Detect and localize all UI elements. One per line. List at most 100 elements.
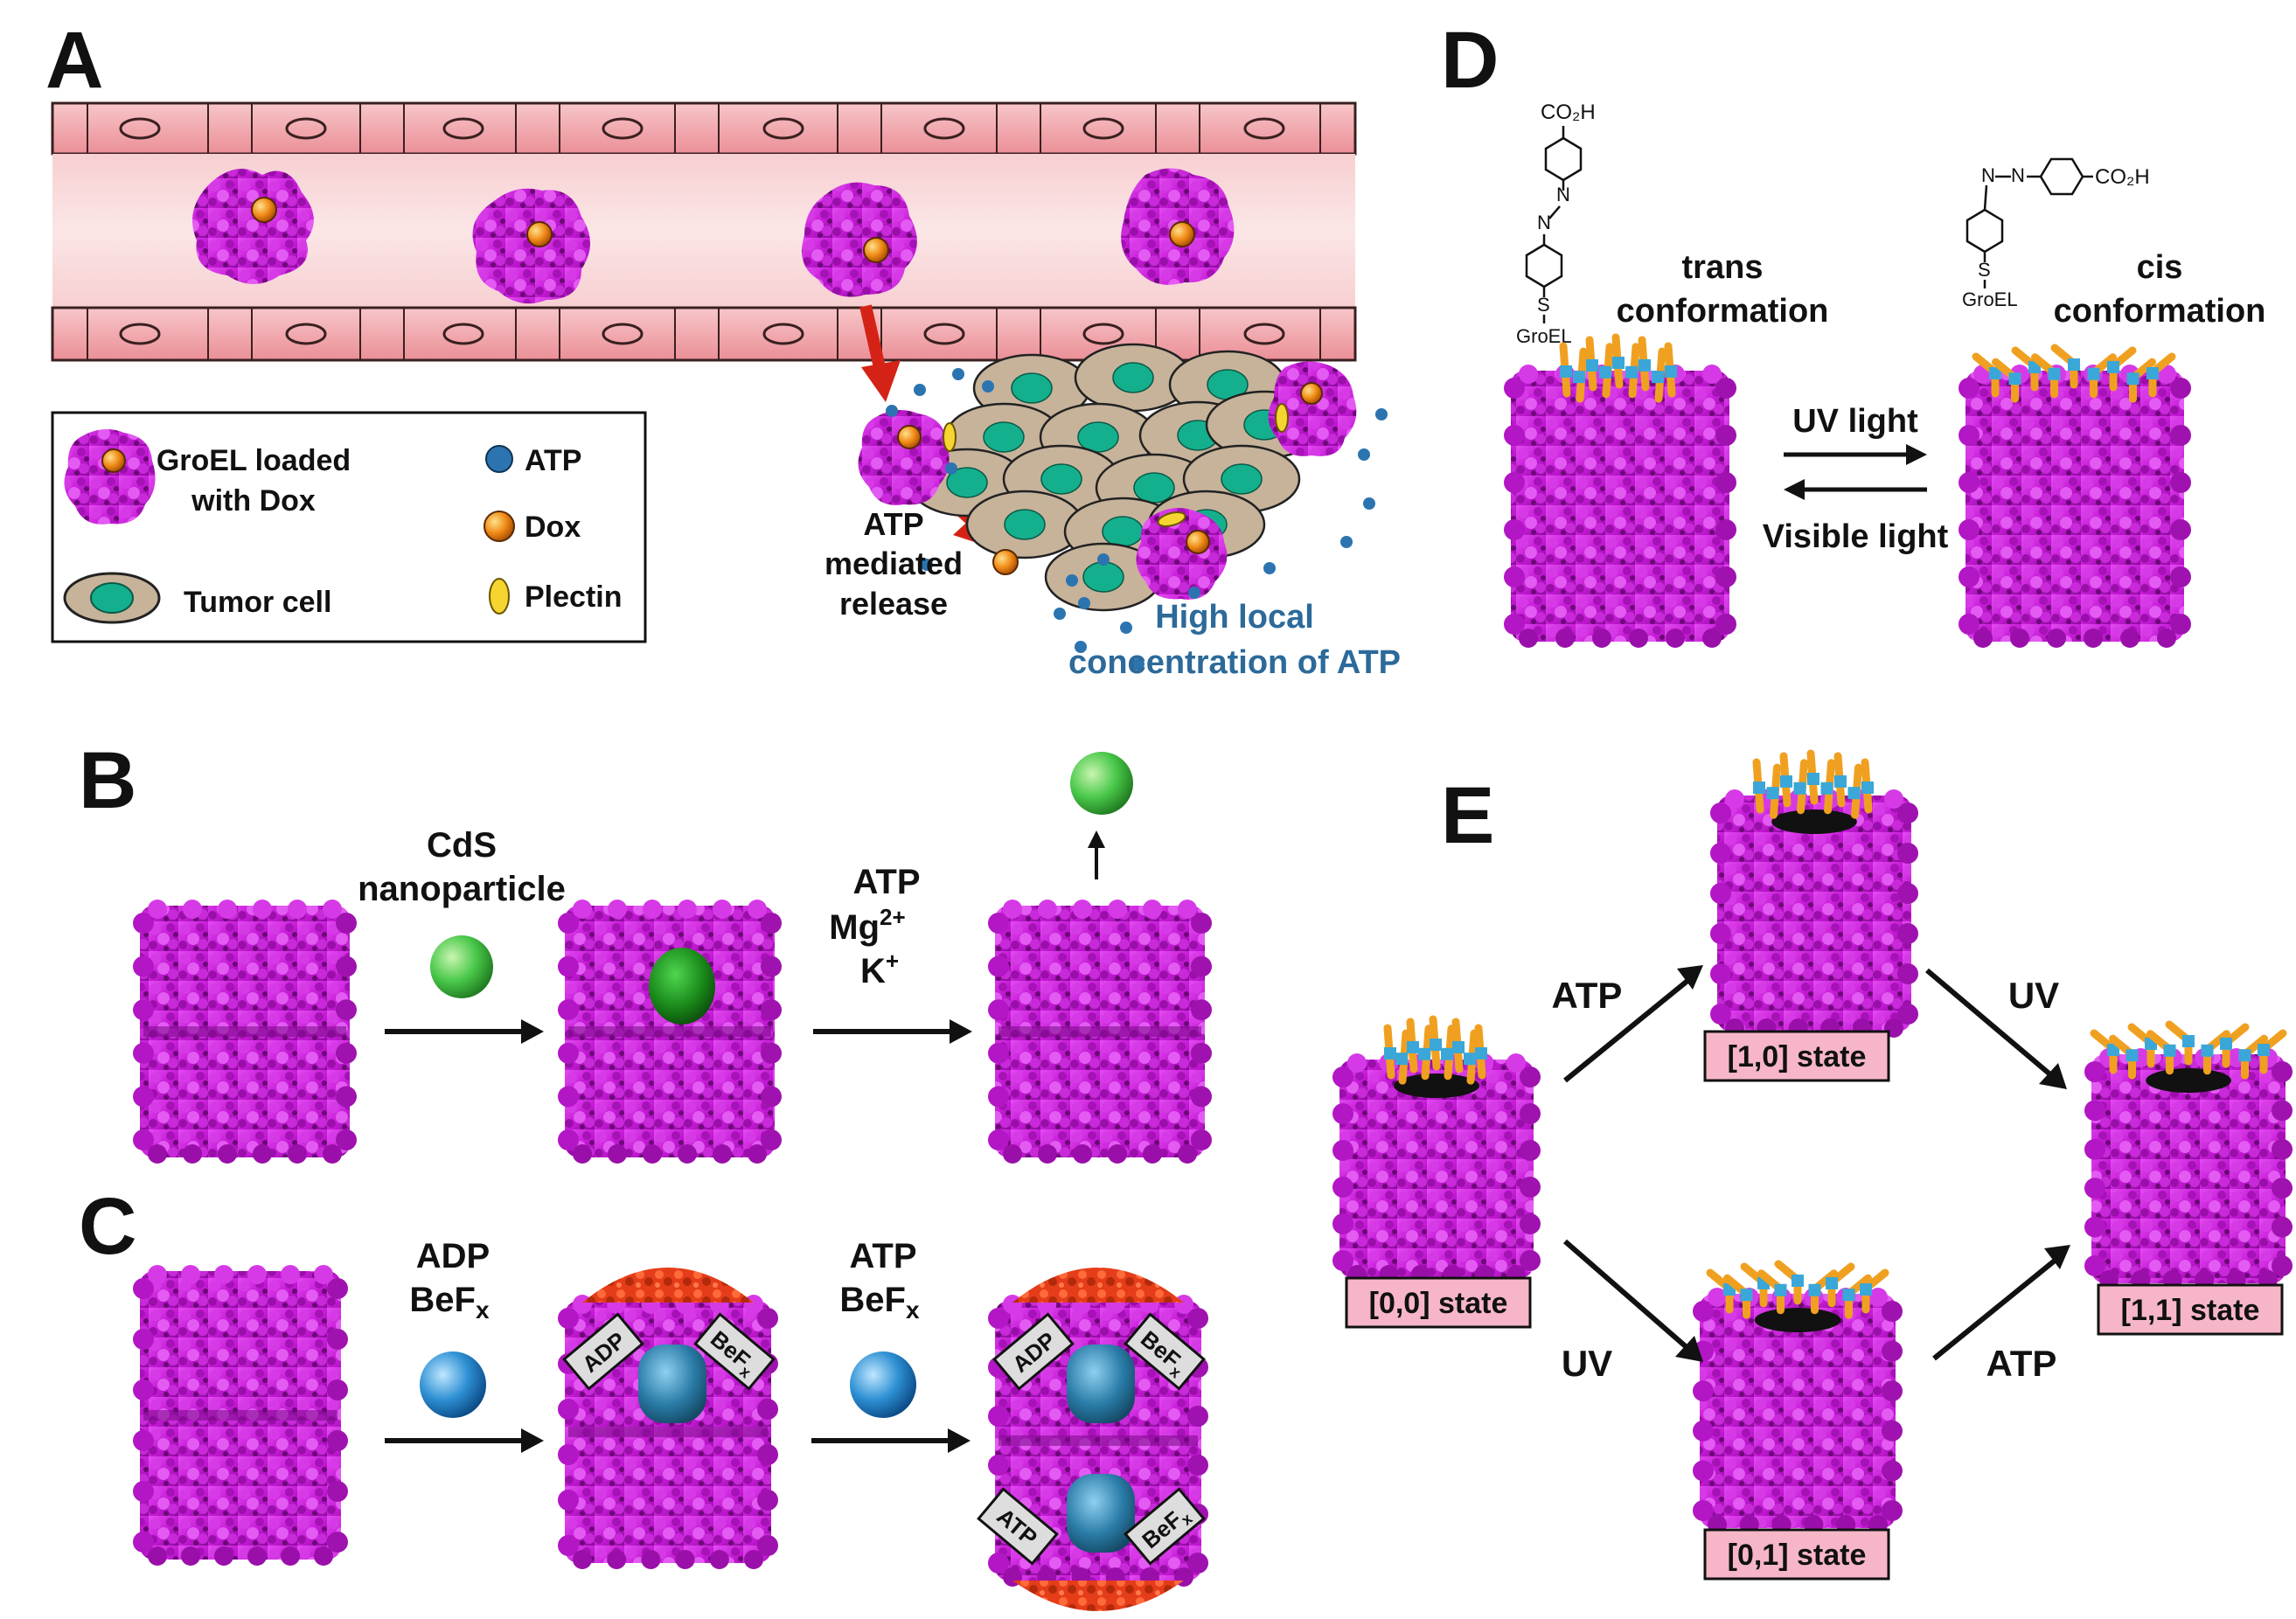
vessel-top-wall xyxy=(51,101,1357,156)
azobenzene-switch-icon xyxy=(2126,358,2156,403)
visible-light-label: Visible light xyxy=(1763,518,1949,555)
panel-c-letter: C xyxy=(79,1182,136,1271)
azobenzene-switch-icon xyxy=(1992,358,2021,403)
groel-lumen-2 xyxy=(472,188,590,304)
tumor-nucleus xyxy=(1133,472,1175,504)
endothelial-nucleus xyxy=(1243,117,1285,140)
blue-sphere-icon xyxy=(850,1351,916,1418)
gro-es-cap-icon xyxy=(582,1268,754,1303)
azobenzene-switch-icon xyxy=(2201,1030,2230,1075)
azobenzene-switch-icon xyxy=(1429,1015,1442,1071)
groel-e-01 xyxy=(1693,1260,1903,1534)
azobenzene-switch-icon xyxy=(1599,343,1614,399)
groel-e-10 xyxy=(1710,749,1918,1038)
dox-molecule-icon xyxy=(863,237,889,263)
b-arrow-1 xyxy=(385,1019,544,1044)
groel-chaperonin-icon xyxy=(1700,1294,1896,1528)
legend-atp: ATP xyxy=(525,444,581,477)
azobenzene-switch-icon xyxy=(1847,763,1862,819)
endothelial-nucleus xyxy=(602,323,644,345)
trans-azobenzene-structure: CO₂H N N S GroEL xyxy=(1516,101,1596,347)
e-arrows xyxy=(1563,965,2070,1362)
azobenzene-switch-icon xyxy=(2090,1029,2119,1074)
azobenzene-switch-icon xyxy=(1861,758,1874,814)
azobenzene-switch-icon xyxy=(1383,1024,1396,1080)
atp-dots xyxy=(886,368,1388,671)
azobenzene-switch-icon xyxy=(1842,1274,1872,1319)
azobenzene-switch-icon xyxy=(1664,342,1677,398)
atp-molecule-icon xyxy=(1132,658,1145,671)
azobenzene-switch-icon xyxy=(1395,1029,1410,1085)
atp-molecule-icon xyxy=(1120,622,1132,634)
atp-molecule-icon xyxy=(1097,553,1110,566)
groel-e-00 xyxy=(1332,1015,1541,1284)
cds-label-2: nanoparticle xyxy=(358,870,566,908)
azobenzene-switch-icon xyxy=(2127,1023,2157,1068)
atp-molecule-icon xyxy=(1066,574,1078,587)
azobenzene-switch-icon xyxy=(1806,749,1819,805)
azobenzene-switch-icon xyxy=(1638,336,1651,392)
e-atp-label-1: ATP xyxy=(1552,975,1623,1016)
endothelial-nucleus xyxy=(1082,323,1124,345)
endothelial-nucleus xyxy=(1243,323,1285,345)
release-label-3: release xyxy=(839,586,948,622)
svg-text:N: N xyxy=(1981,164,1995,186)
azobenzene-switch-icon xyxy=(2165,1020,2195,1066)
groel-b-empty xyxy=(133,900,357,1164)
groel-lumen-1 xyxy=(192,168,314,284)
svg-text:CO₂H: CO₂H xyxy=(2095,165,2150,189)
trans-label-1: trans xyxy=(1682,249,1764,286)
encapsulated-substrate-icon xyxy=(1067,1474,1135,1553)
cds-label-1: CdS xyxy=(427,826,497,865)
atp-molecule-icon xyxy=(1340,536,1353,548)
groel-tumor-2 xyxy=(1268,361,1357,456)
legend-tumor-cell: Tumor cell xyxy=(184,586,331,619)
azobenzene-switch-icon xyxy=(1418,1025,1433,1080)
encapsulated-substrate-icon xyxy=(1067,1345,1135,1423)
encapsulated-substrate-icon xyxy=(638,1345,706,1423)
azobenzene-switch-icon xyxy=(2220,1023,2250,1068)
c-atp-label: ATP xyxy=(849,1237,916,1275)
atp-molecule-icon xyxy=(1263,562,1276,574)
azobenzene-switch-icon xyxy=(2258,1029,2287,1074)
c-adp-label: ADP xyxy=(416,1237,490,1275)
release-label-2: mediated xyxy=(824,545,963,581)
released-dox-icon xyxy=(992,549,1019,575)
panel-b-letter: B xyxy=(79,736,136,825)
legend-groel-line2: with Dox xyxy=(191,484,316,518)
azobenzene-switch-icon xyxy=(1779,752,1792,808)
k-label: K+ xyxy=(860,948,899,990)
groel-chaperonin-icon xyxy=(2091,1054,2286,1283)
c-befx-label-2: BeFx xyxy=(839,1281,920,1324)
endothelial-nucleus xyxy=(442,323,484,345)
c-arrow-2 xyxy=(811,1428,971,1453)
dox-molecule-icon xyxy=(526,221,553,247)
cds-nanoparticle-icon xyxy=(430,935,493,998)
groel-cis-barrel xyxy=(1959,344,2191,648)
azobenzene-switch-icon xyxy=(1972,352,2001,398)
azobenzene-switch-icon xyxy=(1820,759,1835,815)
state-box-00: [0,0] state xyxy=(1345,1276,1532,1329)
svg-text:S: S xyxy=(1978,259,1991,281)
azobenzene-switch-icon xyxy=(1752,758,1765,814)
azobenzene-switch-icon xyxy=(1559,342,1572,398)
e-uv-label-1: UV xyxy=(1562,1343,1612,1384)
groel-b-loaded xyxy=(558,900,782,1164)
atp-molecule-icon xyxy=(914,384,926,396)
plectin-icon xyxy=(943,422,957,452)
plectin-icon xyxy=(1157,511,1186,527)
azobenzene-switch-icon xyxy=(1464,1029,1478,1085)
svg-text:[0,1] state: [0,1] state xyxy=(1728,1539,1867,1572)
panel-a-letter: A xyxy=(45,16,103,105)
azobenzene-switch-icon xyxy=(1474,1024,1487,1080)
groel-chaperonin-icon xyxy=(1339,1060,1534,1278)
atp-molecule-icon xyxy=(1054,608,1066,620)
svg-text:N: N xyxy=(1556,184,1570,205)
azobenzene-switch-icon xyxy=(1625,343,1640,399)
panel-d-letter: D xyxy=(1441,16,1499,105)
atp-molecule-icon xyxy=(982,380,994,393)
mg-label: Mg2+ xyxy=(829,904,905,947)
